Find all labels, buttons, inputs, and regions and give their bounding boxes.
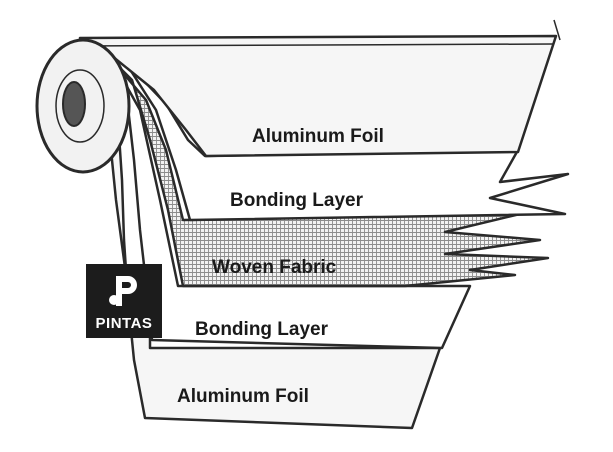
- layer-label-fabric: Woven Fabric: [212, 257, 337, 278]
- roll: [35, 38, 131, 174]
- foil-bottom-sheet: [98, 50, 442, 430]
- foil-top-sheet: [78, 34, 558, 158]
- foil-top-edge: [79, 43, 554, 47]
- pintas-logo: PINTAS: [86, 264, 162, 338]
- logo-text: PINTAS: [95, 315, 153, 332]
- layer-label-bond-top: Bonding Layer: [230, 190, 364, 211]
- layer-label-foil-top: Aluminum Foil: [252, 126, 384, 147]
- bond-bottom-sheet: [110, 58, 472, 350]
- foil-top-tick: [553, 19, 561, 41]
- layer-label-bond-bottom: Bonding Layer: [195, 319, 329, 340]
- layer-label-foil-bottom: Aluminum Foil: [177, 386, 309, 407]
